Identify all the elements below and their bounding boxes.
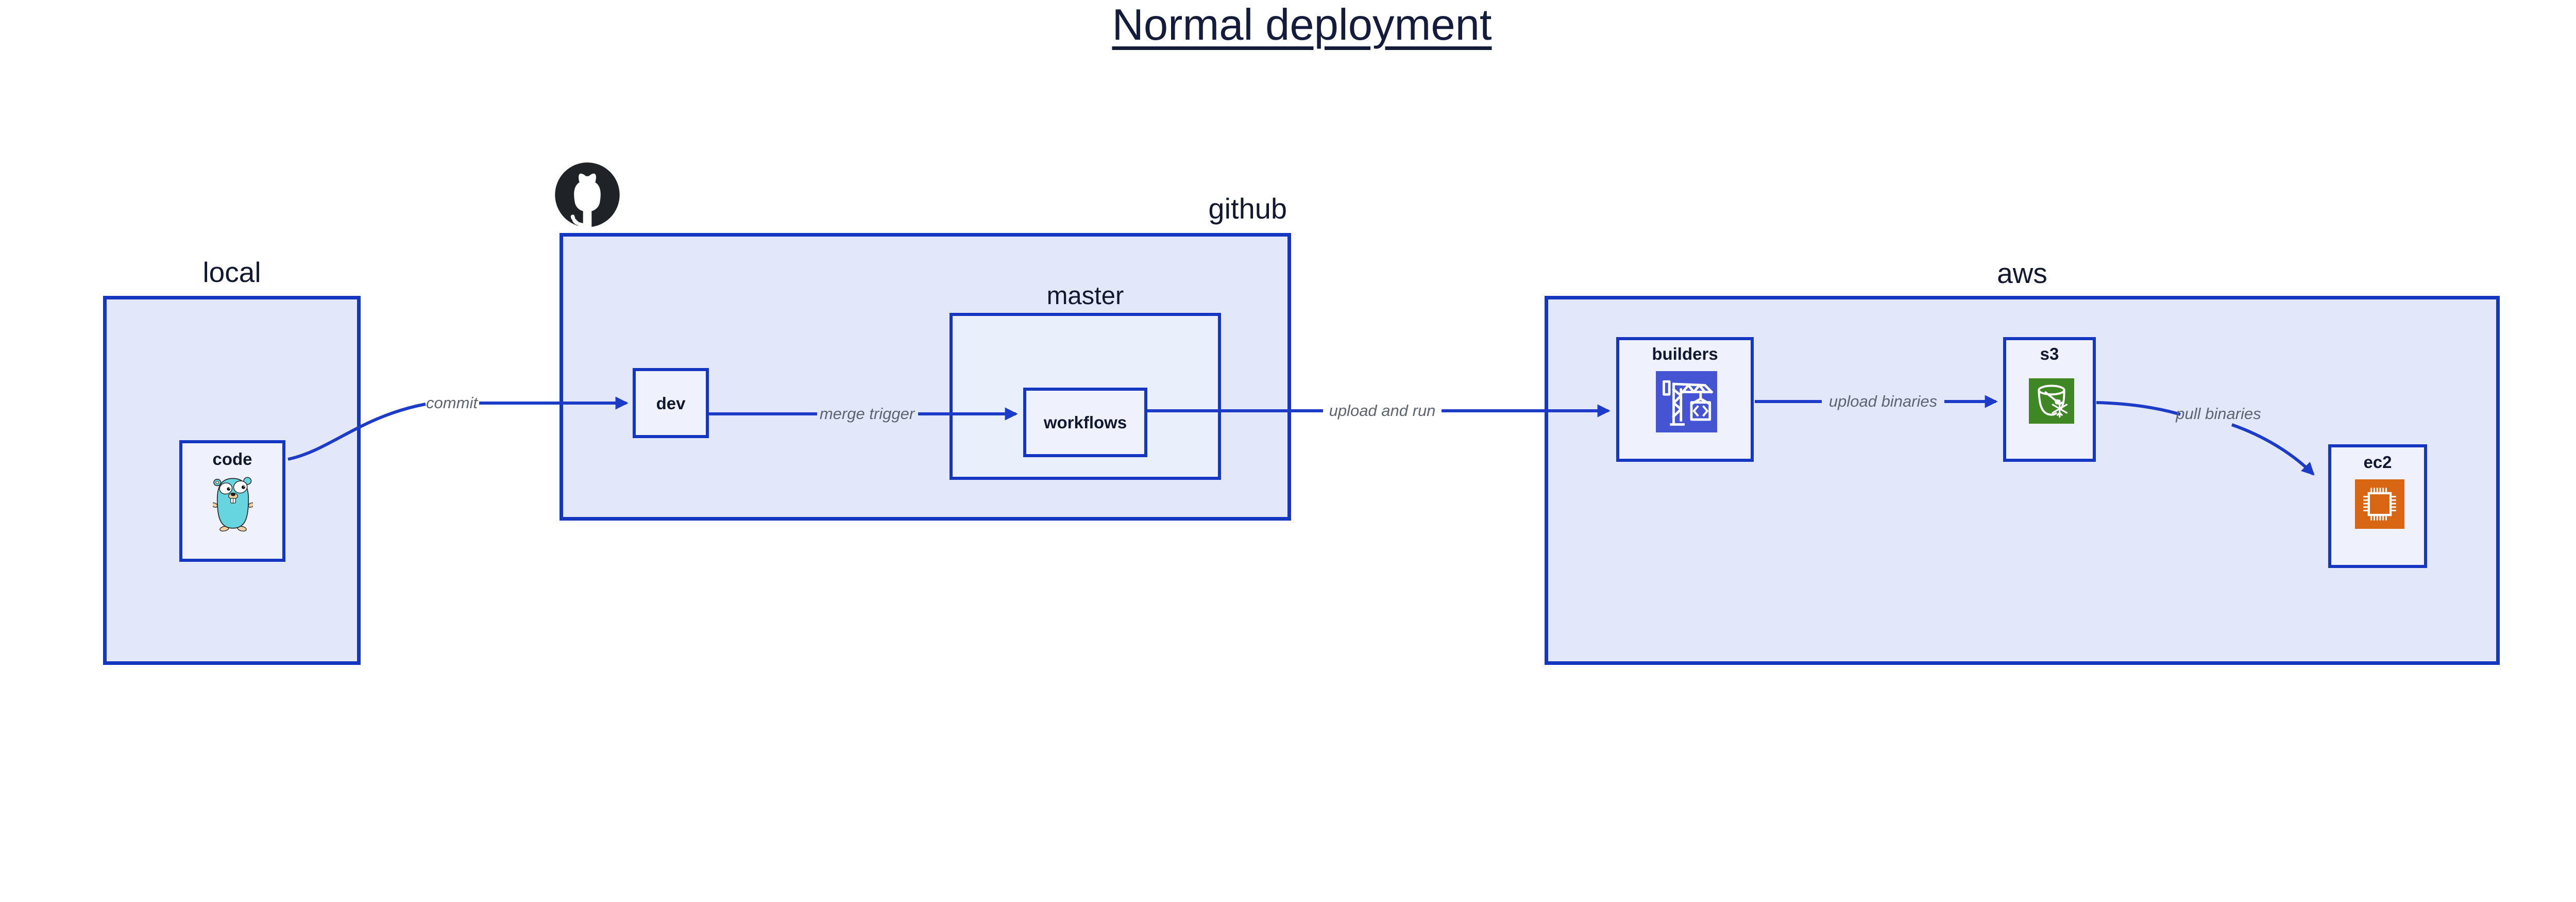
aws-label: aws xyxy=(1997,257,2047,289)
github-octocat-icon xyxy=(555,162,620,228)
builders-node-label: builders xyxy=(1652,344,1718,363)
s3-node xyxy=(2003,337,2096,462)
github-label: github xyxy=(1208,192,1287,225)
edge-pull-binaries-arrow xyxy=(2231,423,2315,476)
diagram-title: Normal deployment xyxy=(1112,1,1492,49)
edge-label-pull-binaries: pull binaries xyxy=(2176,405,2261,423)
s3-node-label: s3 xyxy=(2040,344,2059,363)
workflows-node xyxy=(1023,388,1147,457)
edge-commit-curve xyxy=(287,403,426,461)
master-label: master xyxy=(1046,282,1124,310)
go-gopher-icon xyxy=(213,477,253,532)
edge-label-upload-and-run: upload and run xyxy=(1329,402,1436,420)
ec2-node-label: ec2 xyxy=(2363,453,2392,472)
edge-label-upload-binaries: upload binaries xyxy=(1828,392,1938,410)
local-label: local xyxy=(202,256,261,288)
dev-node-label: dev xyxy=(656,394,686,413)
ec2-chip-icon xyxy=(2355,479,2404,529)
edge-label-commit: commit xyxy=(426,394,478,412)
s3-glacier-bucket-icon xyxy=(2029,378,2074,424)
edge-pull-binaries-curve xyxy=(2096,401,2181,416)
codebuild-crane-icon xyxy=(1656,371,1717,432)
code-node-label: code xyxy=(212,449,252,469)
dev-node xyxy=(633,368,709,438)
workflows-node-label: workflows xyxy=(1043,413,1127,432)
edge-label-merge-trigger: merge trigger xyxy=(819,405,915,423)
